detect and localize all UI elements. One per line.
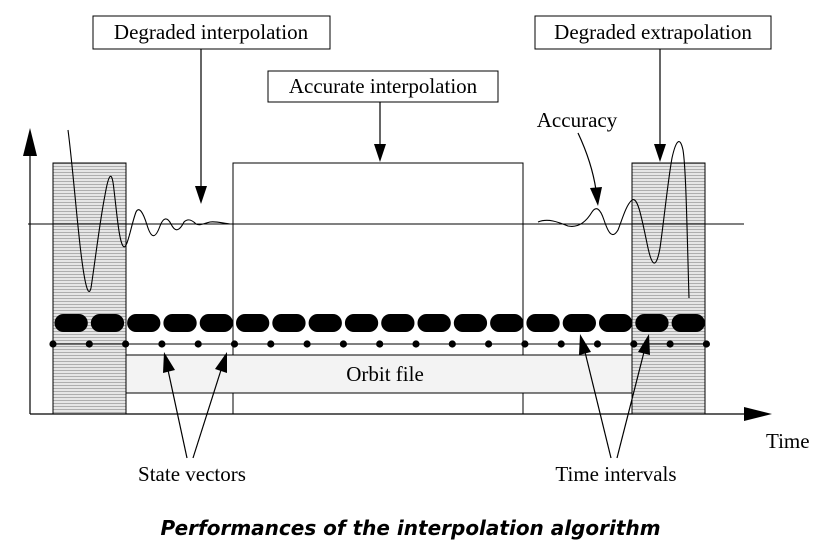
degraded-interpolation-label: Degraded interpolation bbox=[114, 20, 309, 44]
degraded-extrapolation-label: Degraded extrapolation bbox=[554, 20, 752, 44]
state-vectors-arrowhead-1 bbox=[163, 352, 175, 373]
accuracy-curve-right bbox=[537, 141, 690, 299]
state-vector-dot bbox=[158, 340, 166, 348]
state-vector-dot bbox=[630, 340, 638, 348]
degraded-extrapolation-arrowhead bbox=[654, 144, 666, 162]
accuracy-arrowhead bbox=[590, 187, 602, 206]
time-intervals-label: Time intervals bbox=[555, 462, 676, 486]
state-vectors-arrowhead-2 bbox=[215, 352, 227, 373]
accuracy-label: Accuracy bbox=[537, 108, 618, 132]
state-vector-dot bbox=[267, 340, 275, 348]
y-axis-arrow bbox=[23, 128, 37, 156]
time-interval-segment bbox=[453, 314, 488, 332]
left-degraded-region bbox=[52, 162, 127, 415]
time-intervals-arrowhead-2 bbox=[638, 334, 650, 355]
time-interval-segment bbox=[272, 314, 306, 332]
accuracy-pointer bbox=[577, 132, 597, 191]
state-vector-dot bbox=[85, 340, 93, 348]
orbit-file-bar bbox=[125, 354, 633, 394]
state-vector-dot bbox=[412, 340, 420, 348]
time-interval-segment bbox=[417, 314, 451, 332]
state-vector-dot bbox=[593, 340, 602, 348]
x-axis-arrow bbox=[744, 407, 772, 421]
time-interval-segment bbox=[562, 314, 596, 332]
state-vector-dot bbox=[303, 340, 311, 348]
time-interval-segment bbox=[381, 314, 415, 332]
state-vector-dot bbox=[339, 340, 347, 348]
time-interval-segment bbox=[526, 314, 560, 332]
state-vector-dot bbox=[376, 340, 384, 348]
time-interval-segment bbox=[599, 314, 633, 332]
degraded-interpolation-box bbox=[92, 15, 331, 50]
time-axis-label: Time bbox=[766, 429, 810, 453]
figure-caption: Performances of the interpolation algori… bbox=[160, 516, 661, 540]
state-vectors-label: State vectors bbox=[138, 462, 246, 486]
time-interval-segment bbox=[344, 314, 379, 332]
time-intervals-row bbox=[54, 314, 705, 332]
time-interval-segment bbox=[308, 314, 342, 332]
time-intervals-pointer-2 bbox=[616, 351, 645, 459]
time-interval-segment bbox=[635, 314, 669, 332]
accurate-interpolation-label: Accurate interpolation bbox=[289, 74, 478, 98]
orbit-file-label: Orbit file bbox=[346, 362, 424, 386]
accuracy-curve-left bbox=[67, 129, 231, 292]
state-vector-dot bbox=[666, 340, 674, 348]
accurate-interpolation-arrowhead bbox=[374, 144, 386, 162]
state-vector-dot bbox=[557, 340, 565, 348]
state-vector-dot bbox=[448, 340, 456, 348]
state-vector-dot bbox=[49, 340, 57, 348]
time-interval-segment bbox=[671, 314, 705, 332]
state-vector-dot bbox=[194, 340, 202, 348]
state-vector-dot bbox=[230, 340, 239, 348]
time-interval-segment bbox=[127, 314, 161, 332]
degraded-interpolation-arrowhead bbox=[195, 186, 207, 204]
accurate-interpolation-box bbox=[267, 70, 499, 103]
time-intervals-pointer-1 bbox=[584, 351, 612, 459]
state-vector-dot bbox=[122, 340, 130, 348]
time-interval-segment bbox=[163, 314, 197, 332]
state-vectors-pointer-1 bbox=[167, 369, 188, 459]
state-vector-dot bbox=[521, 340, 529, 348]
time-intervals-arrowhead-1 bbox=[579, 334, 591, 355]
right-degraded-region bbox=[631, 162, 706, 415]
state-vectors-pointer-2 bbox=[192, 369, 222, 459]
time-interval-segment bbox=[490, 314, 524, 332]
state-vector-dot bbox=[702, 340, 711, 348]
time-interval-segment bbox=[199, 314, 233, 332]
degraded-extrapolation-box bbox=[534, 15, 772, 50]
time-interval-segment bbox=[90, 314, 125, 332]
time-interval-segment bbox=[54, 314, 88, 332]
state-vectors-row bbox=[49, 340, 711, 348]
time-interval-segment bbox=[236, 314, 270, 332]
state-vector-dot bbox=[485, 340, 493, 348]
